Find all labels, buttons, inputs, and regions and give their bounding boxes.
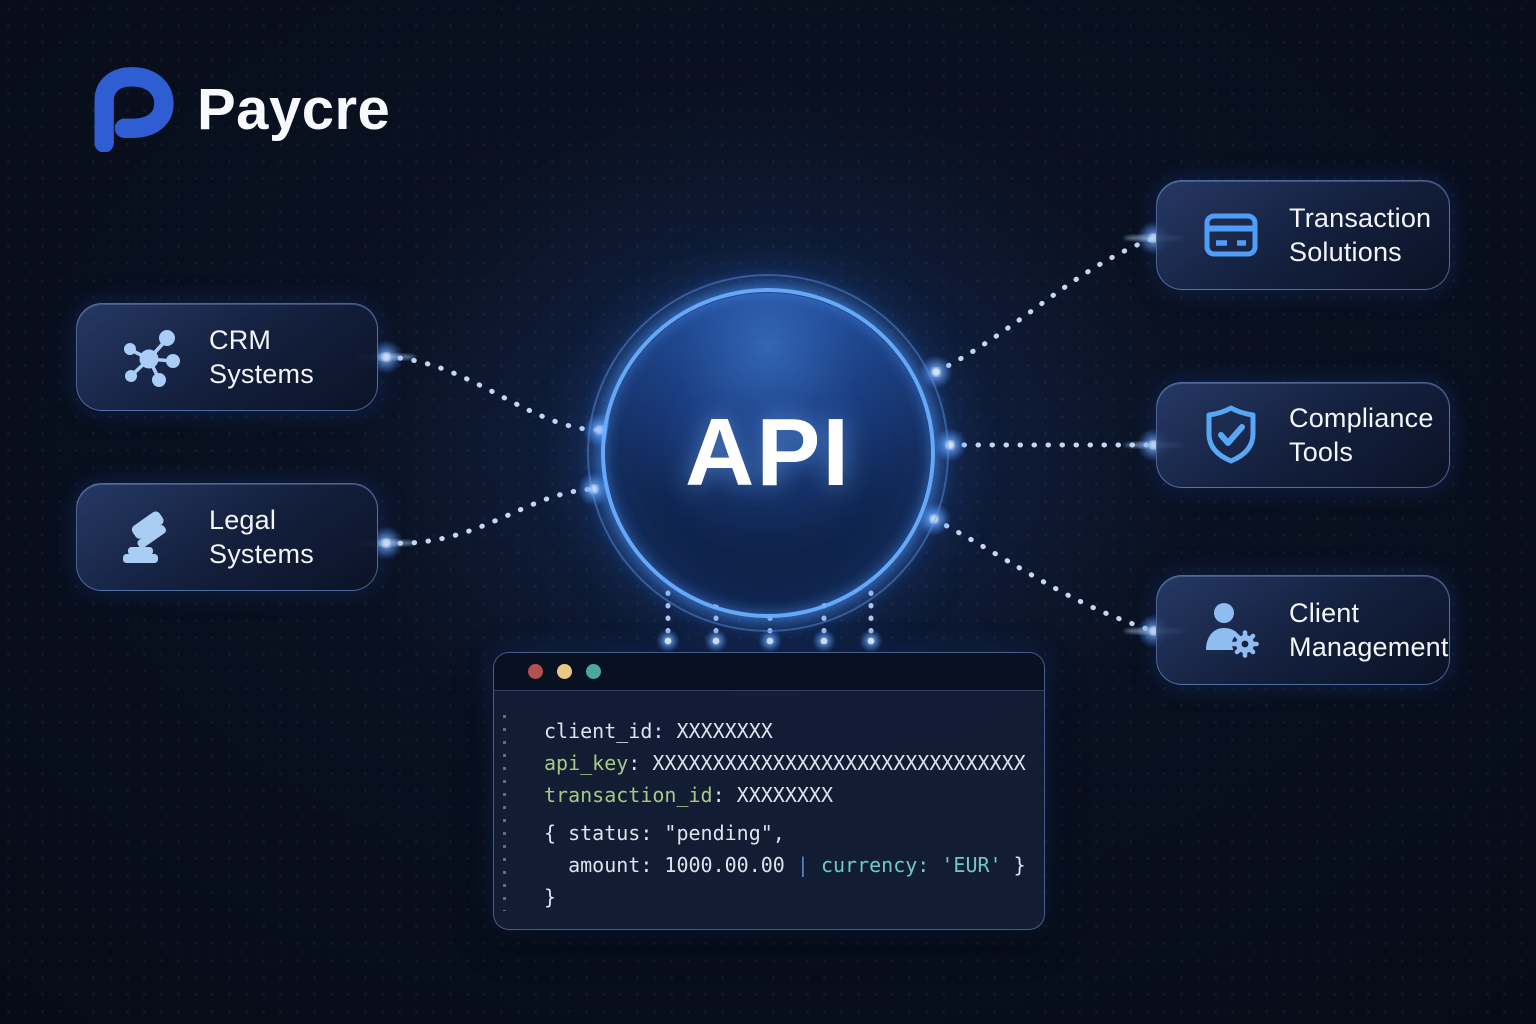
node-label: Client Management [1289,597,1449,662]
credit-card-icon [1204,213,1258,257]
node-label: Legal Systems [209,504,314,569]
code-line: api_key: XXXXXXXXXXXXXXXXXXXXXXXXXXXXXXX [544,751,1026,775]
window-close-icon [528,664,543,679]
code-line: { status: "pending", [544,821,785,845]
code-dotted-rail [503,715,506,911]
link-api-to-transaction [933,235,1157,375]
link-crm-to-api [383,354,603,433]
api-label: API [684,399,852,506]
brand-name: Paycre [197,76,391,142]
link-api-to-client [931,516,1157,634]
node-client-management: Client Management [1156,575,1450,685]
node-label: Transaction Solutions [1289,202,1432,267]
window-maximize-icon [586,664,601,679]
node-transaction-solutions: Transaction Solutions [1156,180,1450,290]
window-minimize-icon [557,664,572,679]
code-lines: client_id: XXXXXXXX api_key: XXXXXXXXXXXX… [494,691,1044,913]
user-gear-icon [1206,603,1259,658]
code-window-titlebar [494,653,1044,691]
code-line: client_id: XXXXXXXX [544,719,773,743]
network-hub-icon [124,330,180,387]
api-hub-circle: API [587,274,949,632]
paycre-p-logo-icon [94,67,174,152]
code-line: amount: 1000.00.00 | currency: 'EUR' } [544,853,1026,877]
code-window: client_id: XXXXXXXX api_key: XXXXXXXXXXXX… [493,652,1045,930]
node-compliance-tools: Compliance Tools [1156,382,1450,488]
shield-check-icon [1206,405,1256,464]
brand-logo: Paycre [83,66,390,152]
node-label: Compliance Tools [1289,402,1434,467]
node-crm-systems: CRM Systems [76,303,378,411]
node-label: CRM Systems [209,324,314,389]
link-legal-to-api [383,486,597,546]
code-line: } [544,885,557,909]
gavel-icon [123,511,167,563]
node-legal-systems: Legal Systems [76,483,378,591]
code-line: transaction_id: XXXXXXXX [544,783,833,807]
